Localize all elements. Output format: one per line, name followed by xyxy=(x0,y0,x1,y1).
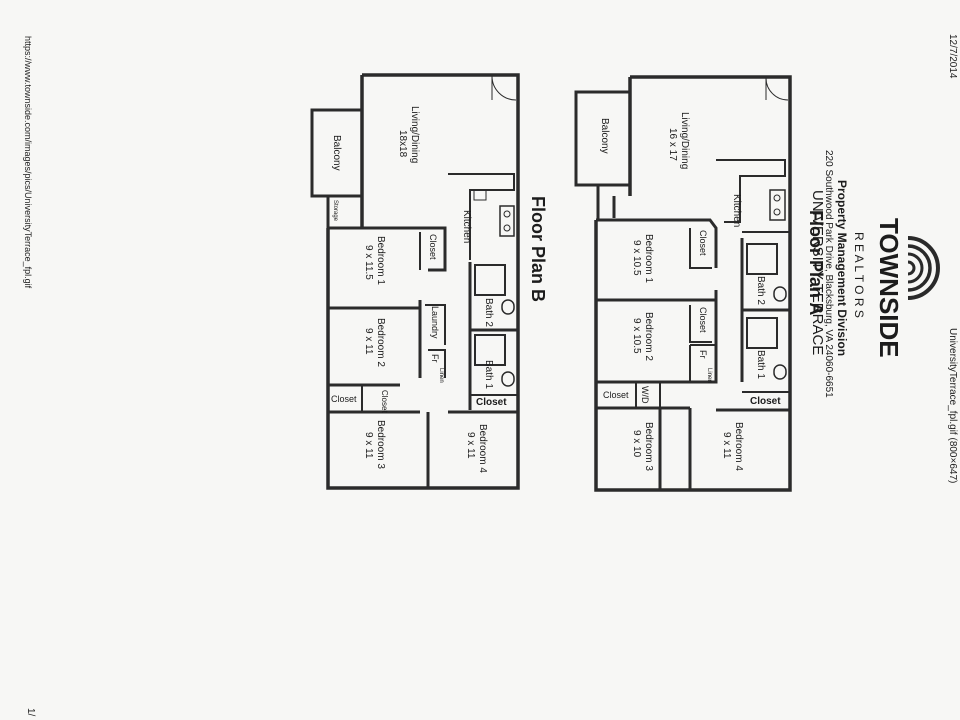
company-tagline: R E A L T O R S xyxy=(852,232,866,318)
plan-b-living-name: Living/Dining xyxy=(409,106,420,163)
plan-b-bedroom2-name: Bedroom 2 xyxy=(375,318,386,367)
plan-b-closet-4: Closet xyxy=(476,397,507,408)
plan-b-storage: Storage xyxy=(332,200,338,222)
plan-a-bath2: Bath 2 xyxy=(755,276,766,305)
property-name: UNIVERSITY TERRACE xyxy=(809,190,826,355)
plan-b-title: Floor Plan B xyxy=(528,196,548,302)
plan-b-laundry: Laundry xyxy=(430,306,440,339)
plan-a-fr: Fr xyxy=(698,350,708,359)
plan-a-balcony: Balcony xyxy=(599,118,610,154)
plan-a-closet-1: Closet xyxy=(698,230,708,256)
plan-b-balcony: Balcony xyxy=(331,135,342,171)
floor-plan-b xyxy=(310,73,520,490)
plan-a-linen: Linen xyxy=(706,368,712,383)
plan-a-bath1: Bath 1 xyxy=(755,350,766,379)
plan-b-kitchen: Kitchen xyxy=(461,210,472,243)
plan-b-bedroom2-size: 9 x 11 xyxy=(363,328,374,355)
plan-a-living-size: 16 x 17 xyxy=(667,128,678,161)
plan-b-bedroom1-name: Bedroom 1 xyxy=(375,236,386,285)
plan-b-living-size: 18x18 xyxy=(397,130,408,158)
plan-a-wd: W/D xyxy=(640,386,650,404)
plan-a-living-name: Living/Dining xyxy=(679,112,690,169)
plan-a-kitchen: Kitchen xyxy=(731,194,742,227)
company-address: 220 Southwood Park Drive, Blacksburg, VA… xyxy=(823,150,834,398)
plan-b-bedroom4-size: 9 x 11 xyxy=(465,432,476,459)
plan-b-linen: Linen xyxy=(438,368,444,383)
plan-a-bedroom3-size: 9 x 10 xyxy=(631,430,642,458)
plan-a-title: Floor Plan A xyxy=(806,210,826,315)
plan-b-fr: Fr xyxy=(430,354,440,363)
plan-a-bedroom4-name: Bedroom 4 xyxy=(733,422,744,471)
plan-a-bedroom1-name: Bedroom 1 xyxy=(643,234,654,283)
plan-b-bedroom3-size: 9 x 11 xyxy=(363,432,374,459)
townside-logo-icon xyxy=(907,236,940,300)
plan-b-bath2: Bath 2 xyxy=(483,298,494,327)
plan-b-bedroom3-name: Bedroom 3 xyxy=(375,420,386,469)
plan-a-bedroom2-name: Bedroom 2 xyxy=(643,312,654,361)
plan-b-bath1: Bath 1 xyxy=(483,360,494,389)
plan-a-bedroom4-size: 9 x 11 xyxy=(721,432,732,459)
plan-a-closet-2: Closet xyxy=(698,307,708,333)
plan-b-closet-2: Closet xyxy=(331,394,357,404)
company-logo-text: TOWNSIDE xyxy=(874,218,904,358)
plan-a-bedroom3-name: Bedroom 3 xyxy=(643,422,654,471)
plan-a-closet-3: Closet xyxy=(603,390,629,400)
plan-b-bedroom1-size: 9 x 11.5 xyxy=(363,245,374,280)
floor-plan-a xyxy=(574,75,792,492)
plan-b-closet-3: Closet xyxy=(380,390,389,413)
plan-a-bedroom1-size: 9 x 10.5 xyxy=(631,240,642,276)
division-name: Property Management Division xyxy=(835,180,849,356)
plan-b-bedroom4-name: Bedroom 4 xyxy=(477,424,488,473)
plan-b-closet-1: Closet xyxy=(428,234,438,260)
plan-a-closet-4: Closet xyxy=(750,396,781,407)
plan-a-bedroom2-size: 9 x 10.5 xyxy=(631,318,642,354)
